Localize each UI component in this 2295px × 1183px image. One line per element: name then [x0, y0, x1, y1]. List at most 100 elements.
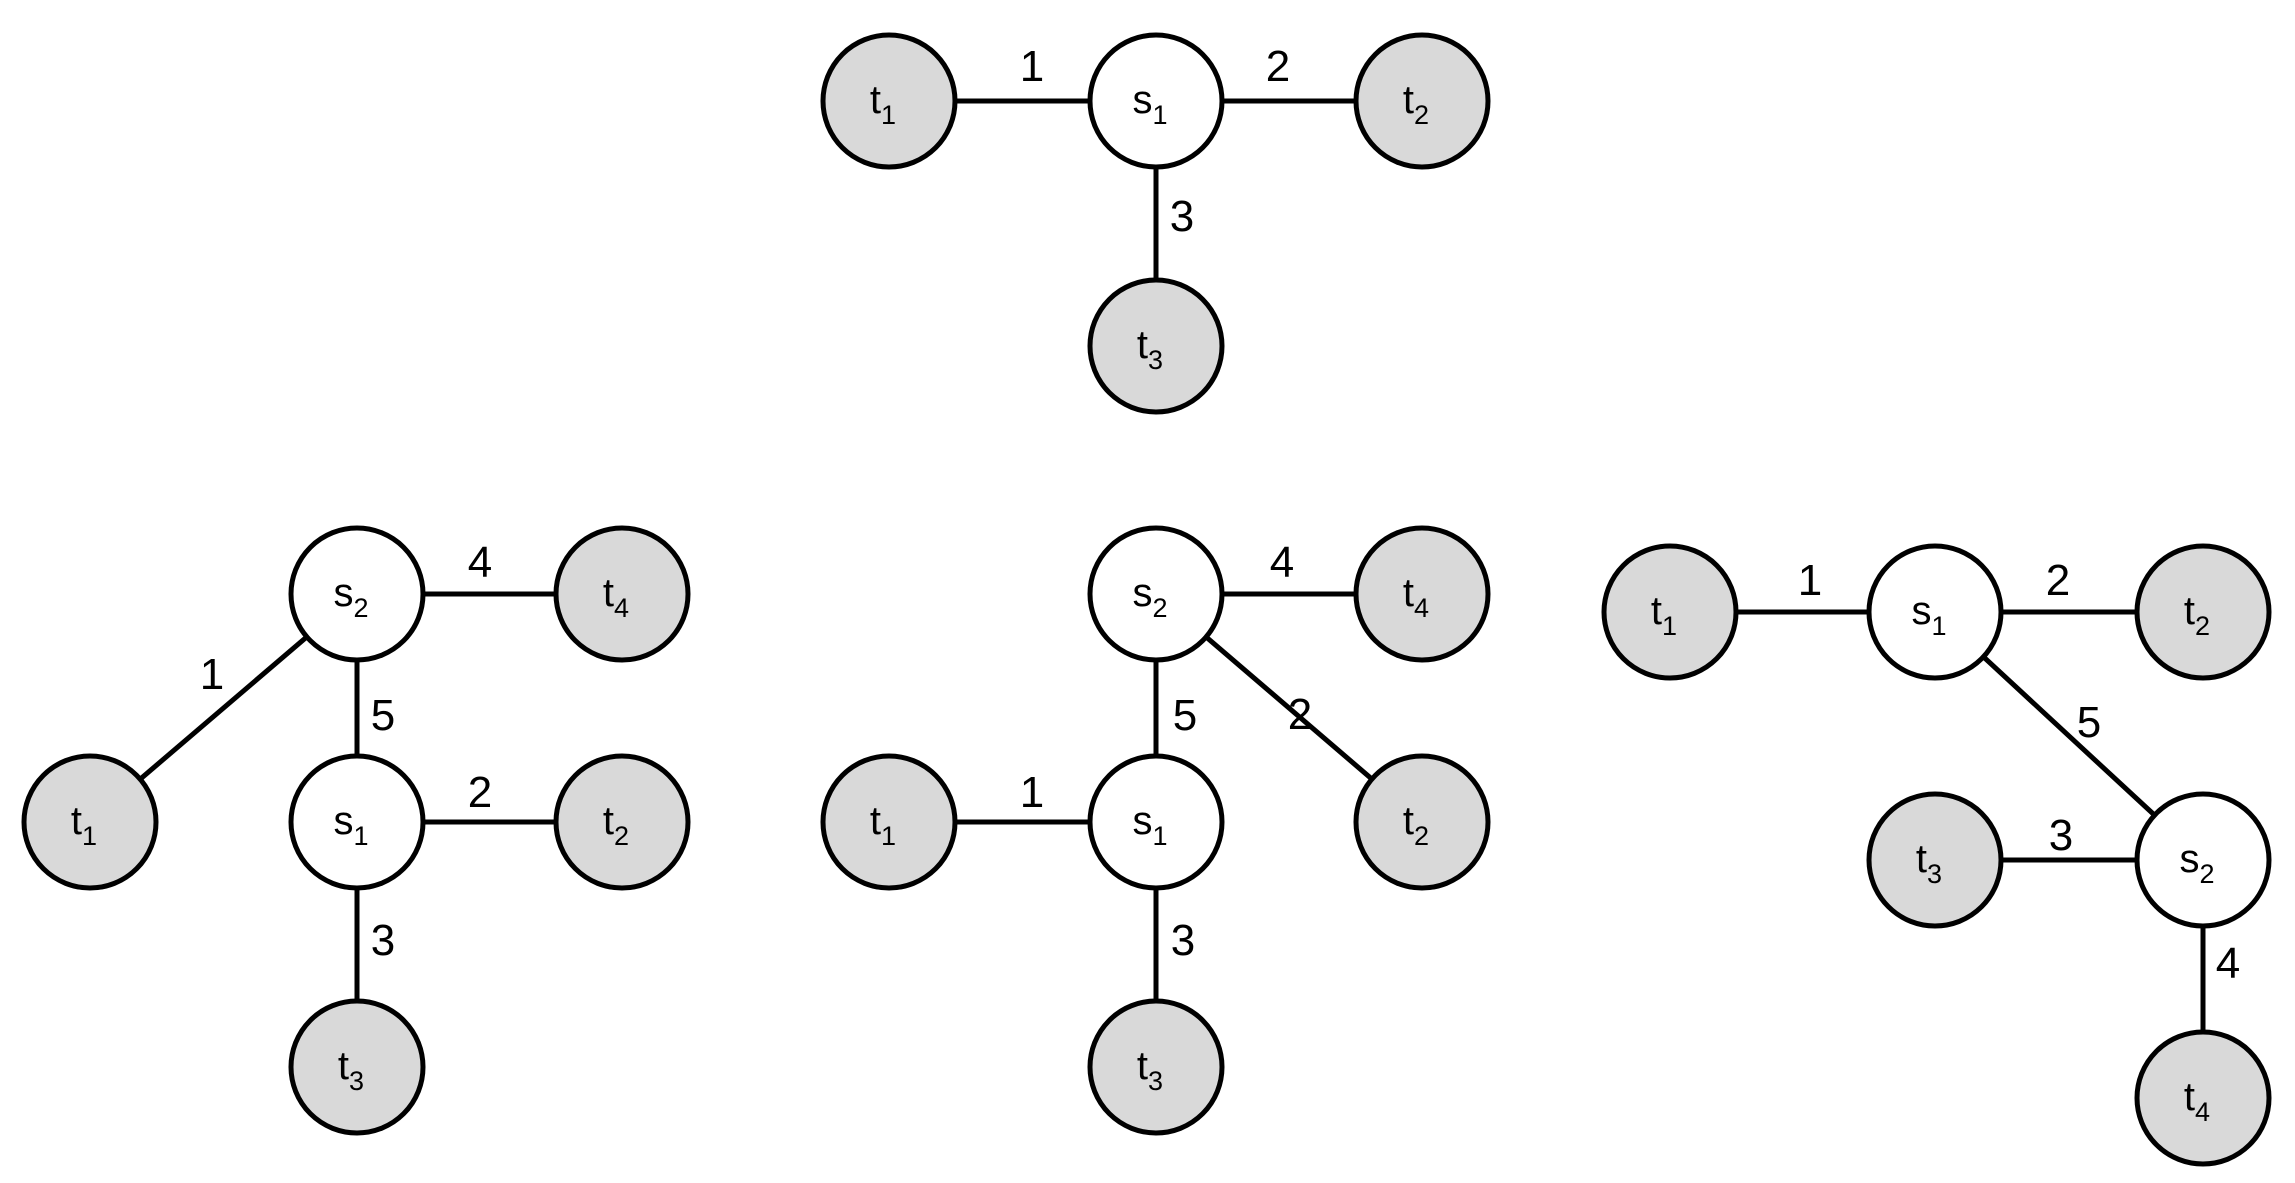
node-label: s1: [333, 799, 368, 851]
node-label: s1: [1132, 78, 1167, 130]
edge-weight-label: 1: [1798, 556, 1822, 605]
node-circle: [21, 753, 159, 891]
node-label: t4: [603, 571, 629, 623]
node-label: t1: [870, 78, 896, 130]
terminal-node-t1: t1: [1601, 543, 1739, 681]
node-subscript: 1: [1152, 100, 1167, 130]
node-letter: s: [1911, 589, 1931, 633]
node-letter: t: [870, 799, 881, 843]
node-label: s1: [1132, 799, 1167, 851]
edge-weight-label: 3: [371, 916, 395, 965]
node-letter: t: [603, 799, 614, 843]
node-circle: [2134, 543, 2272, 681]
node-subscript: 1: [353, 821, 368, 851]
terminal-node-t4: t4: [1353, 525, 1491, 663]
node-label: t1: [1651, 589, 1677, 641]
edge-weight-label: 1: [200, 650, 224, 699]
node-circle: [1866, 791, 2004, 929]
node-label: t2: [2184, 589, 2210, 641]
steiner-node-s1: s1: [288, 753, 426, 891]
node-subscript: 2: [1414, 821, 1429, 851]
node-circle: [1353, 32, 1491, 170]
edge-weight-label: 5: [371, 691, 395, 740]
steiner-node-s1: s1: [1866, 543, 2004, 681]
node-letter: t: [870, 78, 881, 122]
node-subscript: 2: [2195, 611, 2210, 641]
node-letter: s: [1132, 799, 1152, 843]
node-circle: [288, 525, 426, 663]
terminal-node-t2: t2: [553, 753, 691, 891]
terminal-node-t4: t4: [553, 525, 691, 663]
edge-weight-label: 2: [468, 768, 492, 817]
node-label: t3: [338, 1044, 364, 1096]
edge-weight-label: 2: [1266, 42, 1290, 91]
node-letter: s: [2179, 837, 2199, 881]
node-label: s2: [1132, 571, 1167, 623]
node-letter: t: [71, 799, 82, 843]
terminal-node-t1: t1: [21, 753, 159, 891]
terminal-node-t3: t3: [288, 998, 426, 1136]
node-label: t3: [1137, 1044, 1163, 1096]
node-subscript: 2: [1152, 593, 1167, 623]
edge-weight-label: 4: [1270, 538, 1294, 587]
node-subscript: 1: [1931, 611, 1946, 641]
node-subscript: 4: [1414, 593, 1429, 623]
node-subscript: 1: [1662, 611, 1677, 641]
steiner-node-s1: s1: [1087, 753, 1225, 891]
node-subscript: 3: [1927, 859, 1942, 889]
node-circle: [1353, 753, 1491, 891]
node-subscript: 2: [1414, 100, 1429, 130]
node-letter: t: [1916, 837, 1927, 881]
node-letter: s: [1132, 571, 1152, 615]
node-circle: [553, 753, 691, 891]
node-letter: t: [1137, 1044, 1148, 1088]
node-subscript: 4: [2195, 1097, 2210, 1127]
node-letter: t: [1403, 78, 1414, 122]
edge-weight-label: 4: [468, 538, 492, 587]
node-label: t1: [71, 799, 97, 851]
node-subscript: 2: [353, 593, 368, 623]
node-subscript: 2: [2199, 859, 2214, 889]
node-label: s2: [333, 571, 368, 623]
edge-weight-label: 1: [1020, 42, 1044, 91]
edge-weight-label: 2: [2046, 556, 2070, 605]
steiner-node-s1: s1: [1087, 32, 1225, 170]
edge-weight-label: 4: [2216, 939, 2240, 988]
node-subscript: 4: [614, 593, 629, 623]
terminal-node-t1: t1: [820, 753, 958, 891]
terminal-node-t2: t2: [1353, 32, 1491, 170]
node-circle: [2134, 1029, 2272, 1167]
node-label: t2: [603, 799, 629, 851]
node-subscript: 1: [82, 821, 97, 851]
node-circle: [820, 753, 958, 891]
node-subscript: 1: [1152, 821, 1167, 851]
steiner-node-s2: s2: [1087, 525, 1225, 663]
edge-weight-label: 5: [1173, 691, 1197, 740]
node-subscript: 3: [349, 1066, 364, 1096]
node-letter: t: [338, 1044, 349, 1088]
node-subscript: 1: [881, 100, 896, 130]
node-label: t3: [1916, 837, 1942, 889]
node-circle: [1087, 277, 1225, 415]
edge-weight-label: 2: [1288, 690, 1312, 739]
node-circle: [1866, 543, 2004, 681]
node-circle: [820, 32, 958, 170]
steiner-node-s2: s2: [2134, 791, 2272, 929]
terminal-node-t1: t1: [820, 32, 958, 170]
edge-weight-label: 3: [1170, 192, 1194, 241]
node-letter: s: [333, 799, 353, 843]
node-circle: [1087, 998, 1225, 1136]
node-label: t2: [1403, 799, 1429, 851]
node-circle: [1087, 32, 1225, 170]
node-letter: s: [333, 571, 353, 615]
edge-weight-label: 1: [1020, 768, 1044, 817]
node-circle: [288, 998, 426, 1136]
terminal-node-t3: t3: [1087, 998, 1225, 1136]
node-label: t4: [1403, 571, 1429, 623]
edge-weight-label: 5: [2077, 698, 2101, 747]
node-label: t1: [870, 799, 896, 851]
node-circle: [2134, 791, 2272, 929]
